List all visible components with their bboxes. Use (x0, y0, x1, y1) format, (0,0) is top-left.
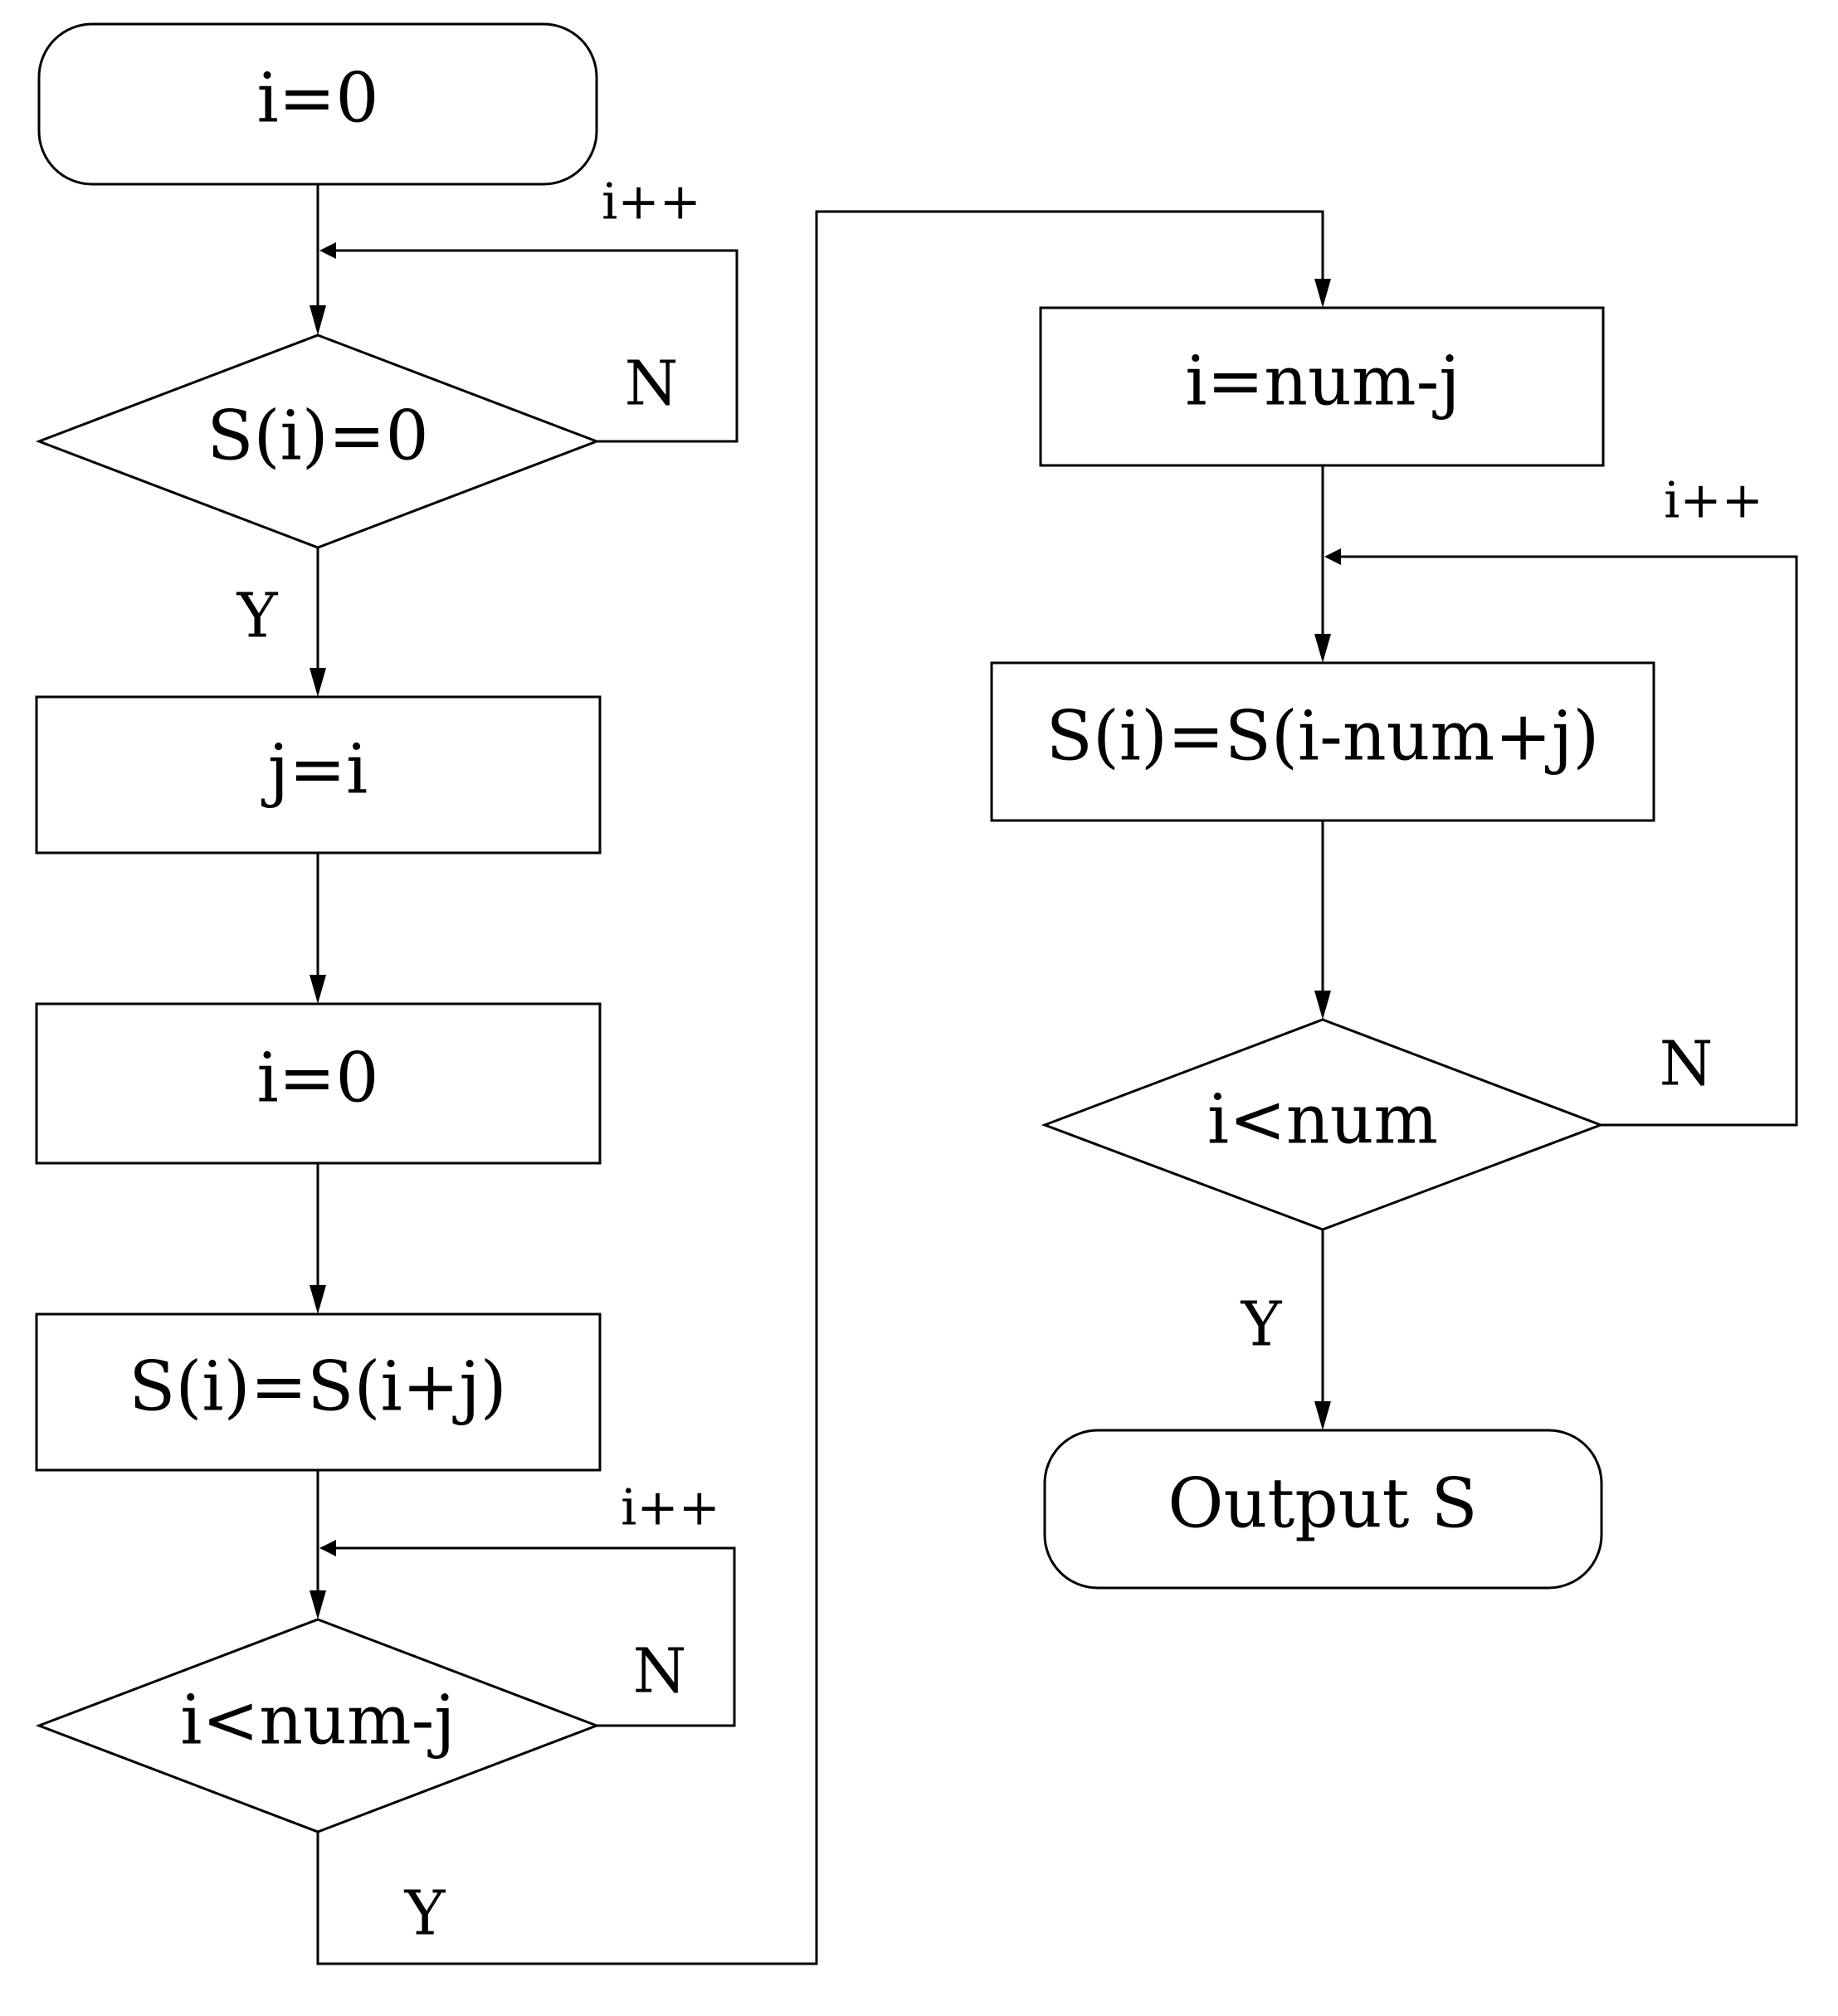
process-assign-j-label: j=i (261, 731, 368, 810)
arrowhead (310, 668, 326, 697)
arrowhead (1324, 548, 1341, 565)
process-shift-left (35, 1312, 602, 1472)
connector-check-num-j-to-set-i (316, 210, 1324, 1965)
output-terminal-label: Output S (1168, 1465, 1477, 1544)
output-terminal (1043, 1429, 1603, 1590)
loop-no-check-zero (336, 249, 739, 443)
label-no-check-num-j: N (633, 1635, 687, 1707)
process-fill-tail-label: S(i)=S(i-num+j) (1046, 698, 1600, 777)
arrowhead (310, 1285, 326, 1314)
process-shift-left-label: S(i)=S(i+j) (129, 1348, 507, 1427)
label-no-check-num: N (1660, 1028, 1714, 1099)
label-increment-check-num: i++ (1664, 472, 1763, 530)
label-increment-check-num-j: i++ (621, 1479, 720, 1537)
arrowhead (319, 1540, 336, 1556)
arrowhead (310, 1590, 326, 1619)
label-yes-check-num-j: Y (404, 1877, 446, 1949)
process-set-i-num-j-label: i=num-j (1185, 343, 1460, 421)
arrowhead (319, 242, 336, 259)
label-increment-check-zero: i++ (602, 173, 701, 231)
decision-i-less-num-label: i<num (1207, 1081, 1438, 1160)
process-reset-i (35, 1002, 602, 1165)
decision-i-less-num-j-label: i<num-j (180, 1682, 455, 1760)
loop-no-check-num-j (336, 1546, 736, 1727)
arrowhead (1314, 991, 1331, 1020)
decision-s-i-equals-zero-label: S(i)=0 (207, 397, 428, 476)
process-assign-j (35, 695, 602, 855)
label-yes-check-zero: Y (236, 580, 279, 651)
loop-no-check-num (1341, 555, 1798, 1127)
arrowhead (310, 305, 326, 335)
arrowhead (1314, 634, 1331, 663)
label-yes-check-num: Y (1241, 1288, 1283, 1360)
arrowhead (310, 975, 326, 1004)
start-terminal-label: i=0 (256, 60, 378, 139)
process-reset-i-label: i=0 (256, 1040, 378, 1118)
arrowhead (1314, 279, 1331, 308)
label-no-check-zero: N (625, 348, 679, 419)
arrowhead (1314, 1401, 1331, 1430)
